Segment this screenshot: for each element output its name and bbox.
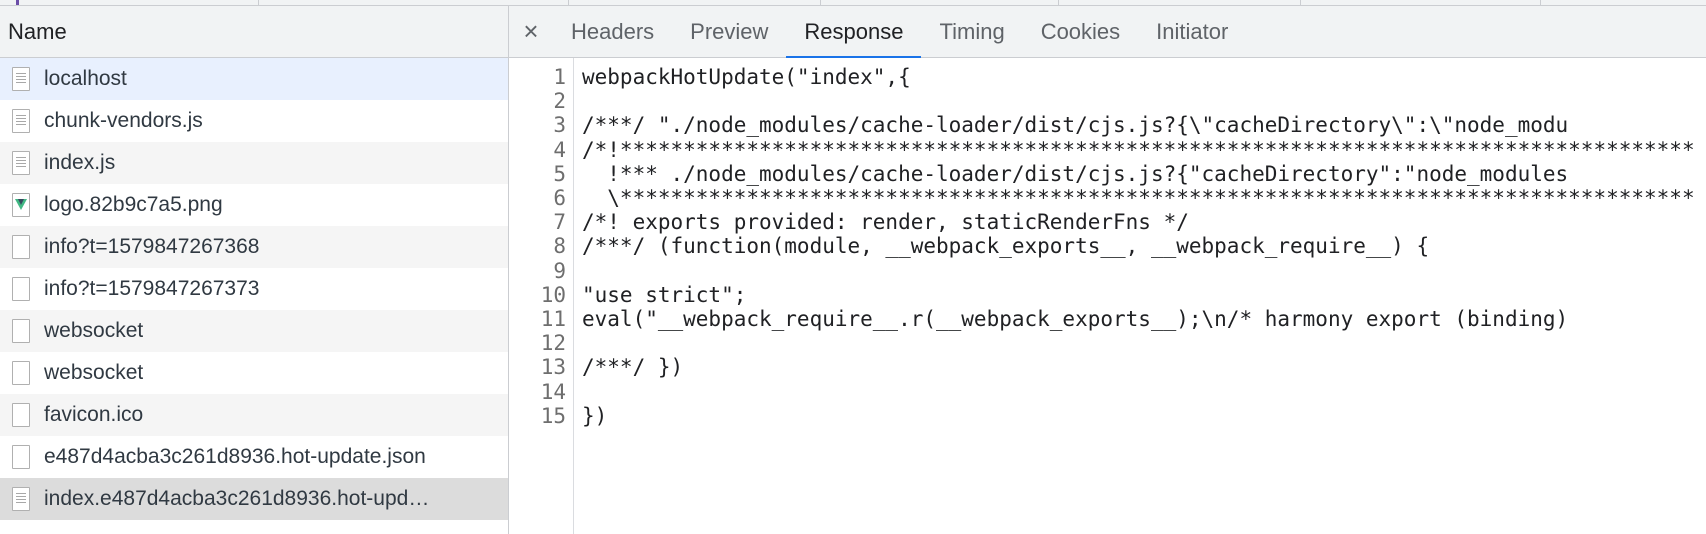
document-icon [12,109,30,133]
document-icon [12,151,30,175]
close-details-button[interactable]: × [509,6,553,57]
line-number: 5 [553,161,566,186]
line-number: 12 [540,331,566,356]
request-name: localhost [44,67,127,90]
request-details-pane: × Headers Preview Response Timing Cookies Ini… [509,6,1706,534]
toolbar-separator [820,0,821,5]
code-text: eval("__webpack_require__.r(__webpack_ex… [582,307,1569,331]
record-indicator [16,0,19,5]
line-number: 13 [540,355,566,380]
toolbar-separator [568,0,569,5]
blank-file-icon [12,277,30,301]
tab-headers[interactable]: Headers [571,18,655,44]
toolbar-separator [1300,0,1301,5]
request-row[interactable]: index.js [0,142,508,184]
request-name: index.e487d4acba3c261d8936.hot-upd… [44,487,430,510]
name-column-header[interactable]: Name [0,6,508,58]
tab-initiator[interactable]: Initiator [1156,18,1229,44]
top-toolbar-strip [0,0,1706,6]
request-name: websocket [44,319,144,342]
blank-file-icon [12,235,30,259]
document-icon [12,67,30,91]
toolbar-separator [1058,0,1059,5]
line-number: 15 [540,403,566,428]
code-text: /*!*************************************… [582,137,1695,162]
request-name: favicon.ico [44,403,144,426]
line-number: 2 [553,89,566,114]
details-tab-bar: × Headers Preview Response Timing Cookies Ini… [509,6,1706,58]
blank-file-icon [12,319,30,343]
request-name: info?t=1579847267368 [44,235,260,258]
request-row[interactable]: logo.82b9c7a5.png [0,184,508,226]
request-row[interactable]: e487d4acba3c261d8936.hot-update.json [0,436,508,478]
request-name: info?t=1579847267373 [44,277,260,300]
request-name: logo.82b9c7a5.png [44,193,223,216]
request-row[interactable]: favicon.ico [0,394,508,436]
line-number: 9 [553,258,566,283]
toolbar-separator [1540,0,1541,5]
code-text: /***/ (function(module, __webpack_export… [582,234,1430,259]
line-number: 8 [553,234,566,259]
line-number: 6 [553,186,566,210]
code-text: /***/ }) [582,355,684,380]
request-name: e487d4acba3c261d8936.hot-update.json [44,445,426,468]
line-number: 10 [540,282,566,307]
request-name: chunk-vendors.js [44,109,203,132]
close-icon: × [523,16,539,46]
line-number-gutter [509,58,574,534]
code-text: "use strict"; [582,282,747,307]
blank-file-icon [12,403,30,427]
request-row[interactable]: chunk-vendors.js [0,100,508,142]
line-number: 11 [540,307,566,331]
request-row[interactable]: index.e487d4acba3c261d8936.hot-upd… [0,478,508,520]
tab-response[interactable]: Response [786,6,922,58]
request-row[interactable]: localhost [0,58,508,100]
request-name: index.js [44,151,116,174]
line-number: 7 [553,210,566,235]
blank-file-icon [12,445,30,469]
tab-cookies[interactable]: Cookies [1040,18,1121,44]
code-text: !*** ./node_modules/cache-loader/dist/cj… [582,161,1569,186]
code-text: /*! exports provided: render, staticRend… [582,210,1189,235]
tab-preview[interactable]: Preview [690,18,769,44]
document-icon [12,487,30,511]
line-number: 14 [540,379,566,404]
request-list: localhost chunk-vendors.js index.js logo.82… [0,58,508,520]
code-text: }) [582,403,608,428]
tab-timing[interactable]: Timing [939,18,1005,44]
code-text: \***************************************… [582,186,1695,210]
code-text: /***/ "./node_modules/cache-loader/dist/… [582,113,1569,138]
request-row[interactable]: websocket [0,310,508,352]
blank-file-icon [12,361,30,385]
line-number: 1 [553,65,566,89]
code-text: webpackHotUpdate("index",{ [582,65,911,89]
request-row[interactable]: info?t=1579847267373 [0,268,508,310]
line-number: 4 [553,137,566,162]
request-name: websocket [44,361,144,384]
request-row[interactable]: websocket [0,352,508,394]
toolbar-separator [258,0,259,5]
image-icon [12,193,30,217]
request-row[interactable]: info?t=1579847267368 [0,226,508,268]
line-number: 3 [553,113,566,138]
